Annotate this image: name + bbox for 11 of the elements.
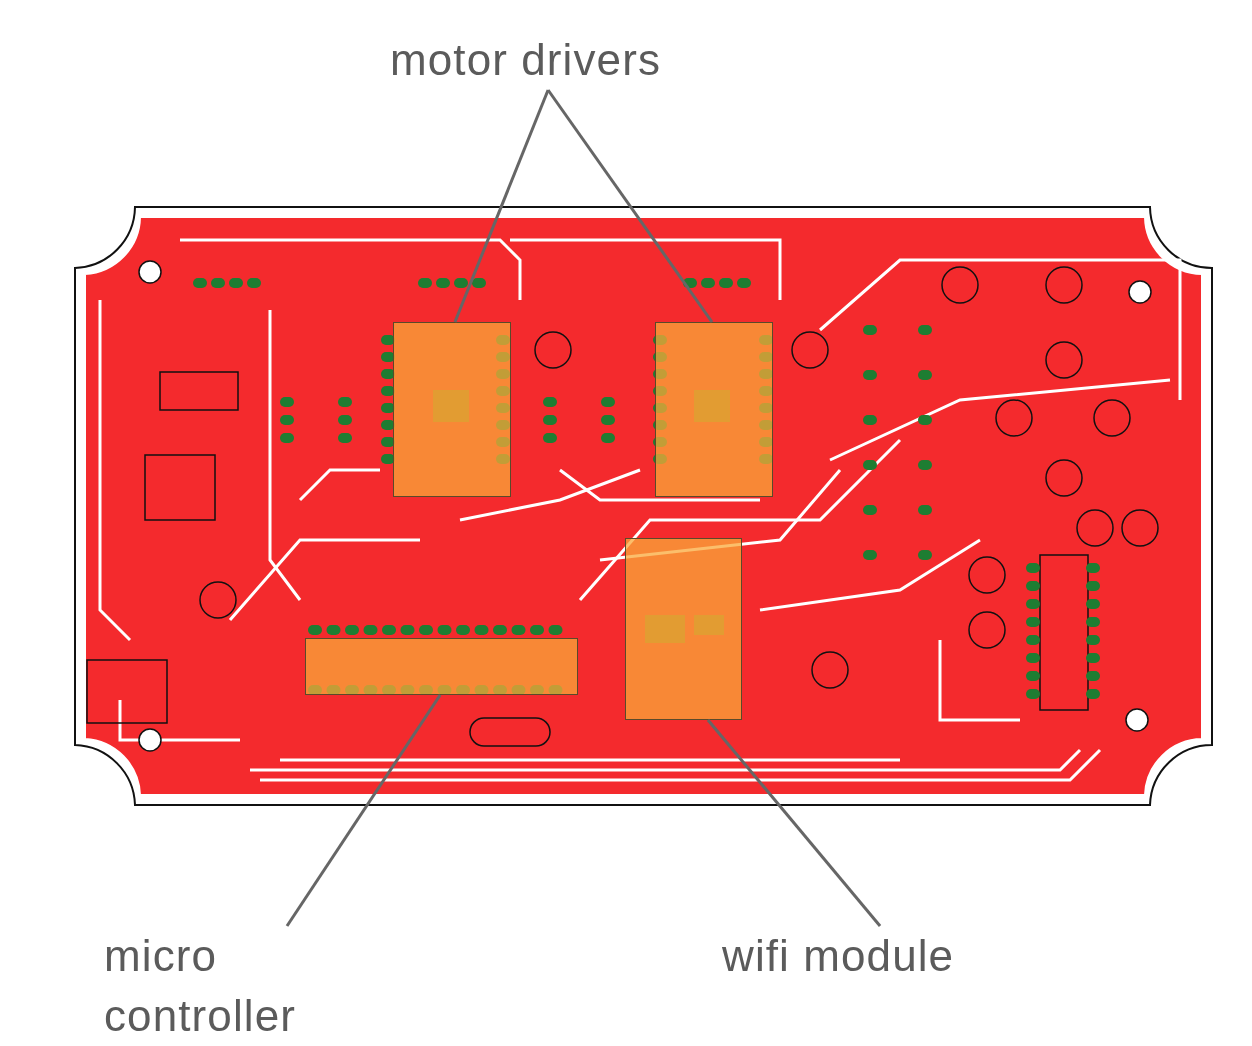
- callout-label: micro controller: [104, 930, 297, 1042]
- highlighted-component: [655, 322, 773, 497]
- highlighted-component: [393, 322, 511, 497]
- highlighted-component: [625, 538, 742, 720]
- leader-line: [453, 89, 550, 323]
- highlighted-component: [305, 638, 578, 695]
- leader-line: [706, 719, 882, 927]
- callout-label: wifi module: [722, 930, 956, 982]
- callout-label: motor drivers: [390, 34, 663, 86]
- leader-line: [546, 89, 714, 323]
- leader-line: [285, 694, 442, 927]
